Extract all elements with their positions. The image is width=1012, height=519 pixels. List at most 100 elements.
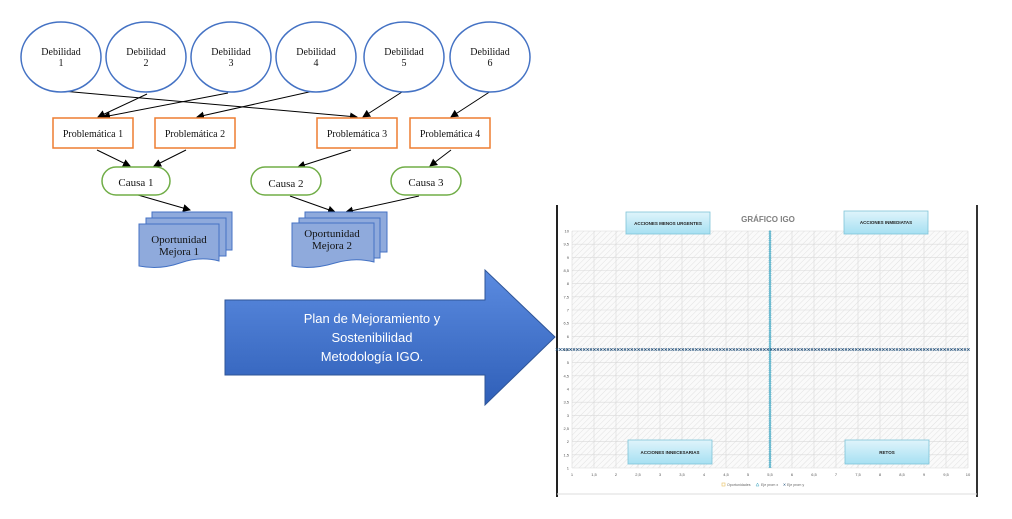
eje-prom-y-marker (749, 348, 753, 351)
chart-title: GRÁFICO IGO (741, 215, 795, 224)
eje-prom-y-marker (936, 348, 940, 351)
eje-prom-y-marker (562, 348, 566, 351)
x-tick-label: 6,5 (811, 472, 817, 477)
eje-prom-y-marker (745, 348, 749, 351)
svg-text:Debilidad: Debilidad (126, 47, 165, 58)
eje-prom-y-marker (691, 348, 695, 351)
eje-prom-y-marker (762, 348, 766, 351)
svg-text:Causa 1: Causa 1 (118, 177, 153, 189)
x-tick-label: 7,5 (855, 472, 861, 477)
eje-prom-y-marker (555, 348, 559, 351)
arrow-d1-p3 (61, 90, 358, 121)
svg-text:Problemática 2: Problemática 2 (165, 129, 225, 140)
eje-prom-y-marker (875, 348, 879, 351)
eje-prom-y-marker (589, 348, 593, 351)
eje-prom-y-marker (565, 348, 569, 351)
arrow-c2-om2 (289, 195, 336, 214)
quadrant-top-left: ACCIONES MENOS URGENTES (625, 211, 711, 235)
eje-prom-y-marker (633, 348, 637, 351)
eje-prom-y-marker (858, 348, 862, 351)
x-tick-label: 8,5 (899, 472, 905, 477)
y-tick-label: 8,5 (563, 268, 569, 273)
x-tick-label: 2 (615, 472, 618, 477)
arrow-d4-p2 (196, 89, 319, 120)
y-tick-label: 2 (567, 439, 570, 444)
eje-prom-y-marker (705, 348, 709, 351)
eje-prom-y-marker (854, 348, 858, 351)
y-tick-label: 1,5 (563, 452, 569, 457)
eje-prom-y-marker (654, 348, 658, 351)
svg-text:Plan de Mejoramiento y: Plan de Mejoramiento y (304, 311, 441, 326)
eje-prom-y-marker (769, 348, 773, 351)
eje-prom-y-marker (664, 348, 668, 351)
svg-text:Metodología IGO.: Metodología IGO. (321, 349, 424, 364)
eje-prom-y-marker (949, 348, 953, 351)
eje-prom-y-marker (701, 348, 705, 351)
eje-prom-y-marker (647, 348, 651, 351)
arrow-c3-om2 (345, 195, 420, 215)
eje-prom-y-marker (885, 348, 889, 351)
eje-prom-y-marker (905, 348, 909, 351)
eje-prom-y-marker (718, 348, 722, 351)
eje-prom-y-marker (878, 348, 882, 351)
eje-prom-y-marker (779, 348, 783, 351)
eje-prom-y-marker (681, 348, 685, 351)
eje-prom-y-marker (943, 348, 947, 351)
svg-text:Debilidad: Debilidad (470, 47, 509, 58)
eje-prom-y-marker (956, 348, 960, 351)
svg-text:3: 3 (229, 58, 234, 69)
eje-prom-y-marker (793, 348, 797, 351)
eje-prom-y-marker (742, 348, 746, 351)
eje-prom-y-marker (803, 348, 807, 351)
eje-prom-y-marker (698, 348, 702, 351)
eje-prom-y-marker (939, 348, 943, 351)
eje-prom-y-marker (722, 348, 726, 351)
eje-prom-y-marker (582, 348, 586, 351)
eje-prom-y-marker (650, 348, 654, 351)
eje-prom-y-marker (881, 348, 885, 351)
svg-text:Oportunidad: Oportunidad (151, 234, 207, 246)
eje-prom-y-marker (919, 348, 923, 351)
eje-prom-y-marker (725, 348, 729, 351)
eje-prom-y-marker (688, 348, 692, 351)
eje-prom-y-marker (871, 348, 875, 351)
x-tick-label: 1,5 (591, 472, 597, 477)
eje-prom-y-marker (674, 348, 678, 351)
eje-prom-y-marker (603, 348, 607, 351)
eje-prom-y-marker (783, 348, 787, 351)
eje-prom-y-marker (572, 348, 576, 351)
eje-prom-y-marker (575, 348, 579, 351)
eje-prom-y-marker (756, 348, 760, 351)
problematica-node: Problemática 2 (154, 117, 236, 149)
svg-text:Oportunidad: Oportunidad (304, 228, 360, 240)
eje-prom-y-marker (569, 348, 573, 351)
eje-prom-y-marker (861, 348, 865, 351)
x-tick-label: 4,5 (723, 472, 729, 477)
arrow-p4-c3 (429, 149, 452, 167)
eje-prom-y-marker (660, 348, 664, 351)
y-tick-label: 3 (567, 413, 570, 418)
eje-prom-y-marker (912, 348, 916, 351)
y-tick-label: 9 (567, 255, 570, 260)
y-tick-label: 10 (565, 229, 570, 234)
legend-square-icon (721, 482, 726, 487)
eje-prom-y-marker (776, 348, 780, 351)
eje-prom-y-marker (592, 348, 596, 351)
causa-node: Causa 1 (101, 166, 171, 196)
x-tick-label: 3 (659, 472, 662, 477)
problematica-node: Problemática 4 (409, 117, 491, 149)
causa-node: Causa 2 (250, 166, 322, 196)
eje-prom-y-marker (558, 348, 562, 351)
svg-text:4: 4 (314, 58, 319, 69)
y-tick-label: 6 (567, 334, 570, 339)
causa-node: Causa 3 (390, 166, 462, 196)
eje-prom-y-marker (926, 348, 930, 351)
eje-prom-y-marker (963, 348, 967, 351)
y-tick-label: 7,5 (563, 294, 569, 299)
quadrant-bottom-right: RETOS (844, 439, 930, 465)
x-tick-label: 8 (879, 472, 882, 477)
